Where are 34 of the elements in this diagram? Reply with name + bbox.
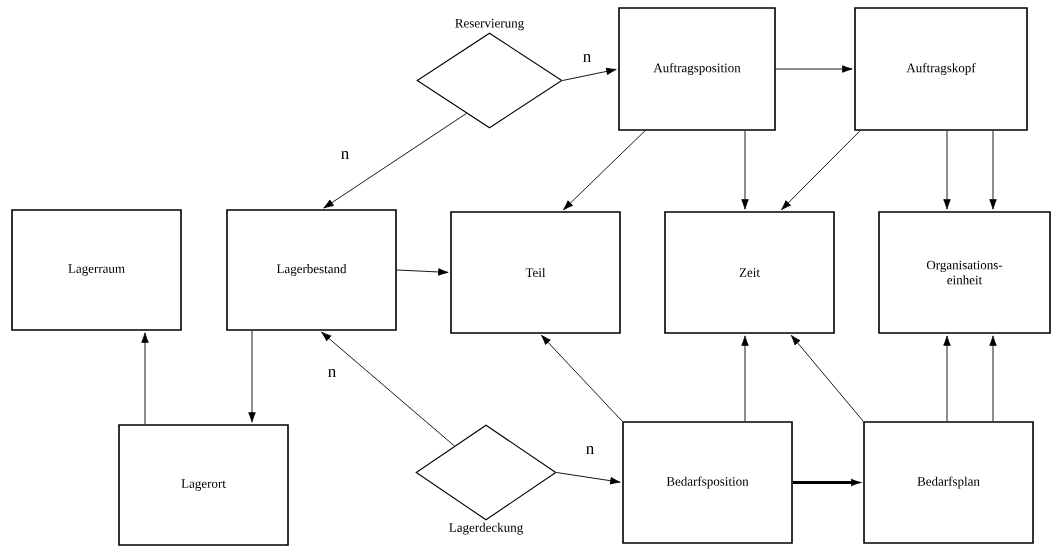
entity-box: Lagerort [118, 424, 289, 546]
node-label: Reservierung [455, 18, 524, 31]
arrow [540, 334, 623, 422]
entity-box: Organisations- einheit [878, 211, 1051, 334]
edge-label: n [583, 54, 591, 62]
entity-box: Bedarfsplan [863, 421, 1034, 544]
entity-box: Auftragskopf [854, 7, 1028, 131]
arrow [396, 268, 449, 276]
arrow [563, 130, 646, 211]
arrow [741, 130, 749, 210]
arrow [141, 332, 149, 425]
entity-box: Bedarfsposition [622, 421, 793, 544]
entity-box: Zeit [664, 211, 835, 334]
arrow [321, 331, 455, 447]
arrow [556, 472, 621, 485]
arrow [741, 335, 749, 422]
arrow [989, 130, 997, 210]
arrow [781, 130, 861, 211]
entity-box: Lagerraum [11, 209, 182, 331]
node-label: Lagerdeckung [449, 522, 523, 535]
arrow [790, 334, 864, 422]
arrow [943, 335, 951, 422]
entity-box: Lagerbestand [226, 209, 397, 331]
edge-label: n [341, 151, 349, 159]
arrow [323, 112, 467, 209]
entity-box: Teil [450, 211, 621, 334]
edge-label: n [586, 446, 594, 454]
edge-label: n [328, 369, 336, 377]
entity-box: Auftragsposition [618, 7, 776, 131]
arrow [562, 67, 617, 81]
arrow [943, 130, 951, 210]
arrow [775, 65, 853, 73]
arrow [989, 335, 997, 422]
arrow [248, 330, 256, 423]
